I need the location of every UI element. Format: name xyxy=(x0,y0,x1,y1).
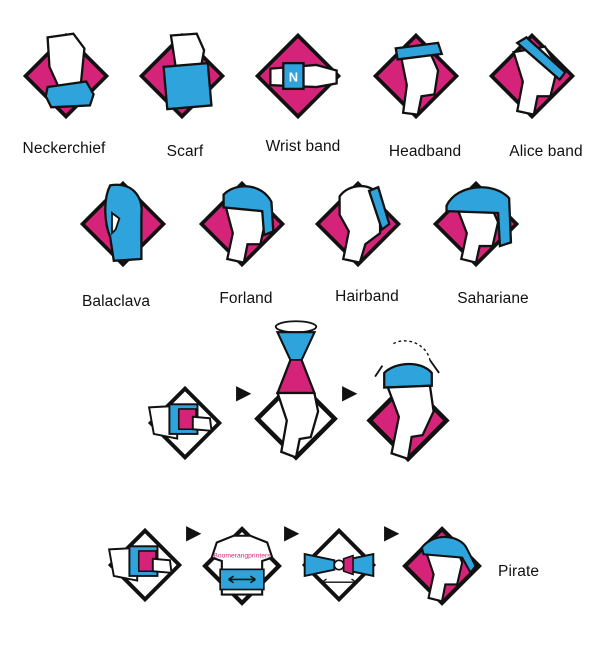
scarf-icon xyxy=(138,32,226,120)
style-label: Hairband xyxy=(335,288,399,305)
arrow-right-icon: ▶ xyxy=(342,382,358,404)
hairband-icon xyxy=(314,180,402,268)
logo-text: Boomerangprinters xyxy=(213,553,271,560)
hat-icon xyxy=(366,340,450,463)
wrist-band-icon: N xyxy=(254,32,342,120)
arrow-right-icon: ▶ xyxy=(186,522,202,544)
twist-tube-icon xyxy=(254,320,338,461)
style-label: Scarf xyxy=(166,143,204,160)
style-label: Pirate xyxy=(498,563,540,580)
style-label: Sahariane xyxy=(457,290,529,307)
forland-icon xyxy=(198,180,286,268)
style-label: Balaclava xyxy=(81,293,151,310)
headband-icon xyxy=(372,32,460,120)
bow-icon xyxy=(301,527,377,603)
alice-band-icon xyxy=(488,32,576,120)
style-label: Alice band xyxy=(509,143,583,160)
style-label: Wrist band xyxy=(265,138,341,155)
style-label: Headband xyxy=(388,143,462,160)
fold-tube-icon xyxy=(107,527,183,603)
pirate-icon xyxy=(402,526,482,606)
arrow-right-icon: ▶ xyxy=(284,522,300,544)
fold-tube-icon xyxy=(147,385,223,461)
tshirt-fold-icon: Boomerangprinters xyxy=(202,526,282,606)
arrow-right-icon: ▶ xyxy=(236,382,252,404)
neckerchief-icon xyxy=(22,32,110,120)
svg-text:N: N xyxy=(289,70,298,85)
style-label: Neckerchief xyxy=(22,140,106,157)
balaclava-icon xyxy=(79,180,167,268)
arrow-right-icon: ▶ xyxy=(384,522,400,544)
sahariane-icon xyxy=(432,180,520,268)
style-label: Forland xyxy=(219,290,273,307)
